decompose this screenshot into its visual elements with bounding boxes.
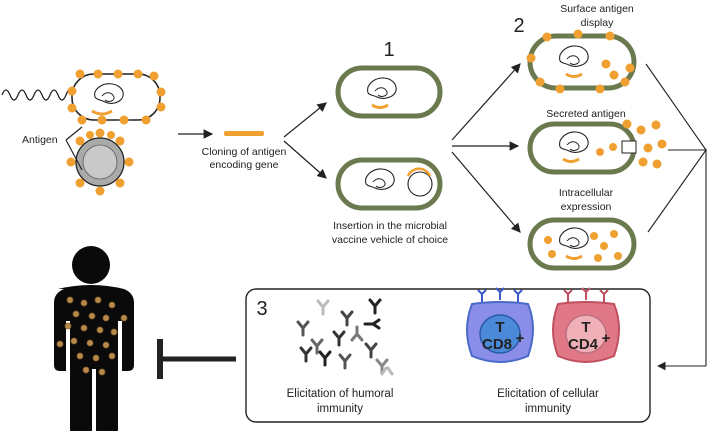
cloning-label-line1: Cloning of antigen (202, 146, 287, 158)
vehicle-bacterium-2 (335, 157, 443, 211)
secreted-label: Secreted antigen (546, 108, 626, 120)
cd4-t-letter: T (581, 319, 590, 336)
antigen-gene-icon (224, 131, 264, 136)
step-2-number: 2 (513, 15, 524, 37)
arrow-to-vehicle-2 (283, 140, 327, 179)
source-bacterium-icon (71, 73, 161, 121)
antigen-label: Antigen (22, 134, 58, 146)
convergence-lines (645, 63, 707, 366)
cd8-t-cell-icon (466, 287, 534, 363)
surface-label-line2: display (581, 17, 614, 29)
virus-particle-icon (66, 128, 134, 196)
humoral-label-line2: immunity (317, 403, 363, 415)
cd8-plus: + (516, 330, 525, 347)
surface-label-line1: Surface antigen (560, 3, 634, 15)
cloning-label-line2: encoding gene (210, 159, 279, 171)
secreted-antigen-bacterium (527, 119, 667, 175)
arrow-to-surface (451, 63, 521, 141)
dna-coil-icon (1, 88, 71, 101)
cd4-label: CD4 (568, 336, 599, 353)
step-1-number: 1 (383, 39, 394, 61)
inhibition-arrow-icon (157, 339, 236, 379)
intracellular-expression-bacterium (527, 217, 637, 271)
vehicle-bacterium-1 (335, 65, 443, 119)
cellular-label-line1: Elicitation of cellular (497, 388, 599, 400)
cellular-label-line2: immunity (525, 403, 571, 415)
insertion-label-line2: vaccine vehicle of choice (332, 234, 448, 246)
surface-display-bacterium (526, 29, 637, 94)
intracellular-label-line1: Intracellular (559, 187, 614, 199)
arrow-to-vehicle-1 (283, 102, 327, 138)
cd8-label: CD8 (482, 336, 512, 353)
infection-marks (56, 296, 128, 376)
human-silhouette-icon (54, 246, 134, 435)
intracellular-label-line2: expression (561, 201, 612, 213)
step-3-number: 3 (256, 298, 267, 320)
cd4-t-cell-icon (552, 287, 620, 363)
humoral-label-line1: Elicitation of humoral (287, 388, 394, 400)
surface-antigen-dots (67, 69, 166, 125)
cd4-plus: + (602, 330, 611, 347)
arrow-to-intracellular (451, 151, 521, 233)
antibody-icon (296, 298, 394, 376)
insertion-label-line1: Insertion in the microbial (333, 220, 447, 232)
cd8-t-letter: T (495, 319, 504, 336)
antigen-pointer-lines (65, 126, 83, 171)
